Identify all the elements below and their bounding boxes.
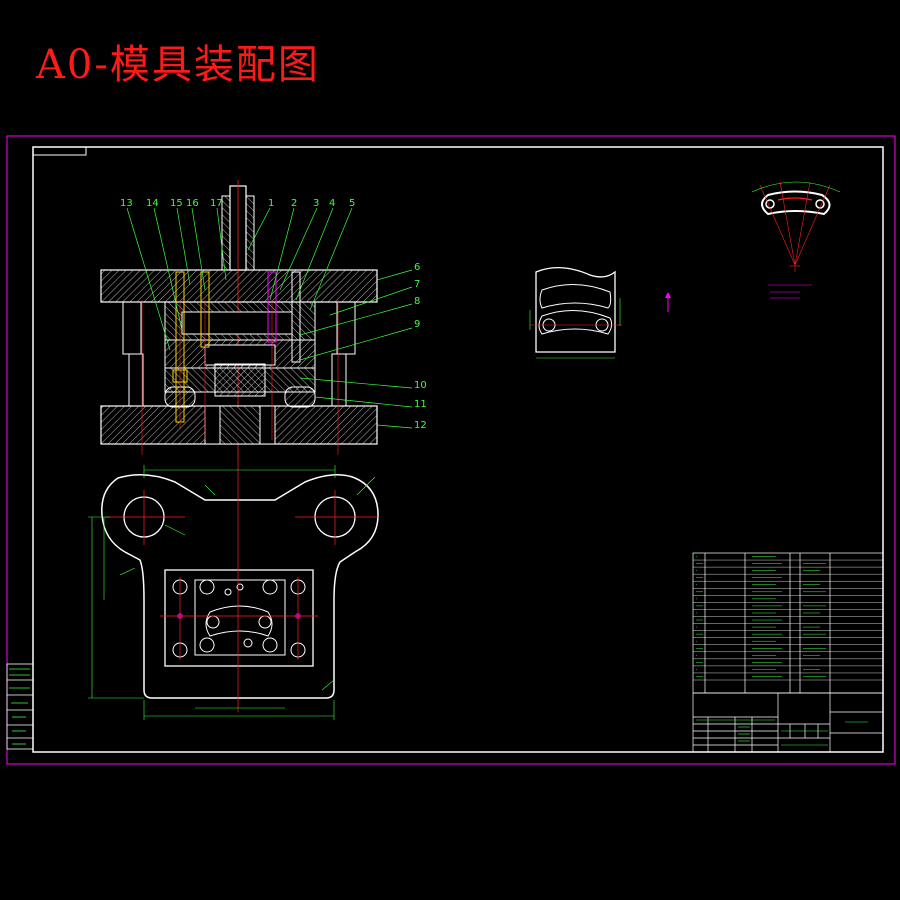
drawing-title: A0-模具装配图: [36, 42, 320, 88]
bom-rows: [693, 559, 883, 681]
callout-12: 12: [414, 420, 427, 431]
strip-layout-view: [529, 267, 671, 359]
callout-6: 6: [414, 262, 420, 273]
left-revision-block: [6, 663, 34, 750]
die-plan-view: [88, 460, 379, 720]
callout-3: 3: [313, 198, 319, 209]
callout-13: 13: [120, 198, 133, 209]
callout-15: 15: [170, 198, 183, 209]
part-detail-view: [751, 181, 841, 299]
callout-5: 5: [349, 198, 355, 209]
callout-14: 14: [146, 198, 159, 209]
bill-of-materials-table: [692, 552, 884, 694]
callout-labels: 13 14 15 16 17 1 2 3 4 5 6 7 8 9 10 11 1…: [120, 198, 427, 431]
corner-tab: [32, 146, 87, 156]
callout-2: 2: [291, 198, 297, 209]
inner-frame: [32, 146, 884, 753]
bom-cell-marks: [696, 556, 826, 677]
callout-16: 16: [186, 198, 199, 209]
title-block-marks: [696, 719, 868, 746]
callout-17: 17: [210, 198, 223, 209]
callout-leaders: [126, 207, 413, 429]
callout-8: 8: [414, 296, 420, 307]
callout-4: 4: [329, 198, 335, 209]
callout-9: 9: [414, 319, 420, 330]
callout-1: 1: [268, 198, 274, 209]
callout-7: 7: [414, 279, 420, 290]
callout-10: 10: [414, 380, 427, 391]
callout-11: 11: [414, 399, 427, 410]
title-block: [692, 692, 884, 753]
die-section-view: [100, 180, 378, 460]
outer-border: [6, 135, 896, 765]
